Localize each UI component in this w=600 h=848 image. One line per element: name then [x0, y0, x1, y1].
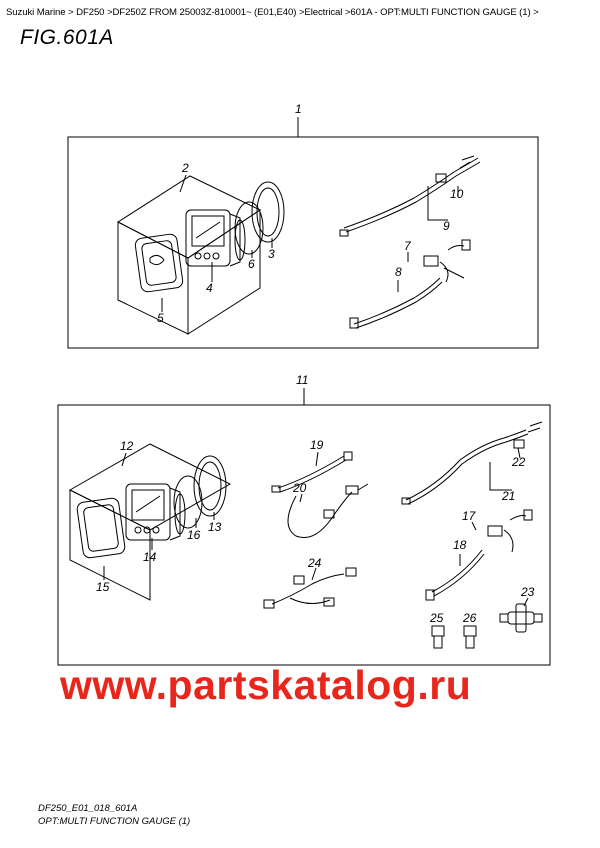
- callout-6: 6: [248, 257, 255, 271]
- cable-19-icon: [271, 451, 353, 493]
- cable-9-icon: [339, 155, 481, 237]
- t-connector-icon: [499, 603, 543, 633]
- footer-code: DF250_E01_018_601A: [38, 803, 138, 814]
- callout-20: 20: [292, 481, 307, 495]
- callout-10: 10: [450, 187, 464, 201]
- callout-18: 18: [453, 538, 467, 552]
- gauge-box-2-icon: [68, 443, 232, 601]
- callout-23: 23: [520, 585, 535, 599]
- callout-26: 26: [462, 611, 477, 625]
- gauge-cover-2-icon: [76, 497, 126, 559]
- gauge-box-icon: [116, 175, 262, 335]
- callout-8: 8: [395, 265, 402, 279]
- callout-19: 19: [310, 438, 324, 452]
- harness-7-icon: [349, 239, 471, 329]
- callout-9: 9: [443, 219, 450, 233]
- harness-17-icon: [425, 509, 533, 601]
- terminator-25-icon: [431, 625, 445, 649]
- callout-1: 1: [295, 102, 302, 116]
- callout-22: 22: [511, 455, 526, 469]
- figure-title: FIG.601A: [20, 26, 114, 49]
- kit-11-frame: [57, 404, 551, 666]
- callout-14: 14: [143, 550, 157, 564]
- callout-11: 11: [296, 373, 308, 387]
- callout-17: 17: [462, 509, 477, 523]
- footer-caption: OPT:MULTI FUNCTION GAUGE (1): [38, 816, 191, 827]
- nut-ring-icon: [251, 181, 285, 243]
- callout-24: 24: [307, 556, 322, 570]
- gauge-unit-icon: [185, 209, 246, 267]
- breadcrumb: Suzuki Marine > DF250 >DF250Z FROM 25003…: [6, 7, 539, 18]
- kit-1-frame: [67, 136, 539, 349]
- callout-12: 12: [120, 439, 134, 453]
- terminator-26-icon: [463, 625, 477, 649]
- callout-2: 2: [181, 161, 189, 175]
- callout-3: 3: [268, 247, 275, 261]
- callout-7: 7: [404, 239, 412, 253]
- callout-13: 13: [208, 520, 222, 534]
- callout-25: 25: [429, 611, 444, 625]
- callout-5: 5: [157, 311, 164, 325]
- cable-20-icon: [287, 483, 369, 538]
- callout-15: 15: [96, 580, 110, 594]
- callout-21: 21: [501, 489, 515, 503]
- callout-4: 4: [206, 281, 213, 295]
- harness-24-icon: [263, 567, 357, 609]
- gasket-icon: [234, 201, 264, 255]
- gauge-cover-icon: [134, 233, 184, 293]
- watermark-text: www.partskatalog.ru: [60, 662, 472, 708]
- nut-ring-2-icon: [193, 455, 227, 517]
- callout-16: 16: [187, 528, 201, 542]
- gauge-unit-2-icon: [125, 483, 186, 541]
- cable-21-icon: [401, 421, 543, 505]
